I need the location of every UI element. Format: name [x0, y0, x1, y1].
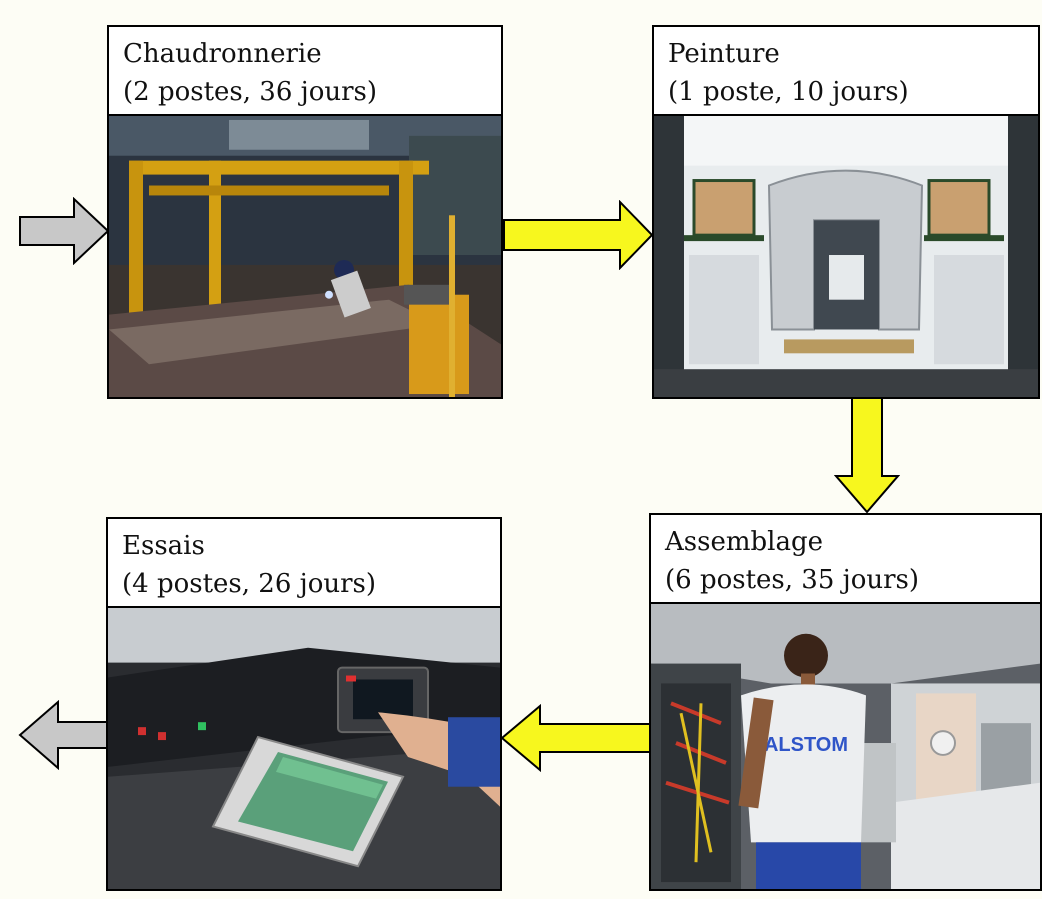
stage-title: Chaudronnerie [123, 39, 322, 69]
stage-chaudronnerie: Chaudronnerie (2 postes, 36 jours) [107, 25, 503, 399]
stage-label: Essais (4 postes, 26 jours) [108, 519, 500, 608]
stage-detail: (1 poste, 10 jours) [668, 77, 909, 107]
flow-arrow-peinture-assemblage [834, 397, 900, 514]
stage-detail: (4 postes, 26 jours) [122, 569, 377, 599]
output-arrow [18, 700, 109, 770]
photo-assembly-interior: ALSTOM [651, 604, 1040, 889]
photo-test-tablet [108, 608, 500, 889]
photo-paint-booth [654, 116, 1038, 397]
stage-peinture: Peinture (1 poste, 10 jours) [652, 25, 1040, 399]
stage-label: Chaudronnerie (2 postes, 36 jours) [109, 27, 501, 116]
input-arrow [19, 197, 110, 265]
flow-arrow-chaudronnerie-peinture [503, 200, 654, 270]
shirt-logo: ALSTOM [764, 734, 848, 756]
stage-title: Peinture [668, 39, 780, 69]
stage-label: Assemblage (6 postes, 35 jours) [651, 515, 1040, 604]
flow-arrow-assemblage-essais [500, 704, 651, 772]
photo-welding-workshop [109, 116, 501, 397]
stage-title: Essais [122, 531, 205, 561]
stage-detail: (6 postes, 35 jours) [665, 565, 920, 595]
stage-title: Assemblage [665, 527, 823, 557]
stage-label: Peinture (1 poste, 10 jours) [654, 27, 1038, 116]
stage-assemblage: Assemblage (6 postes, 35 jours) ALSTOM [649, 513, 1042, 891]
stage-essais: Essais (4 postes, 26 jours) [106, 517, 502, 891]
stage-detail: (2 postes, 36 jours) [123, 77, 378, 107]
